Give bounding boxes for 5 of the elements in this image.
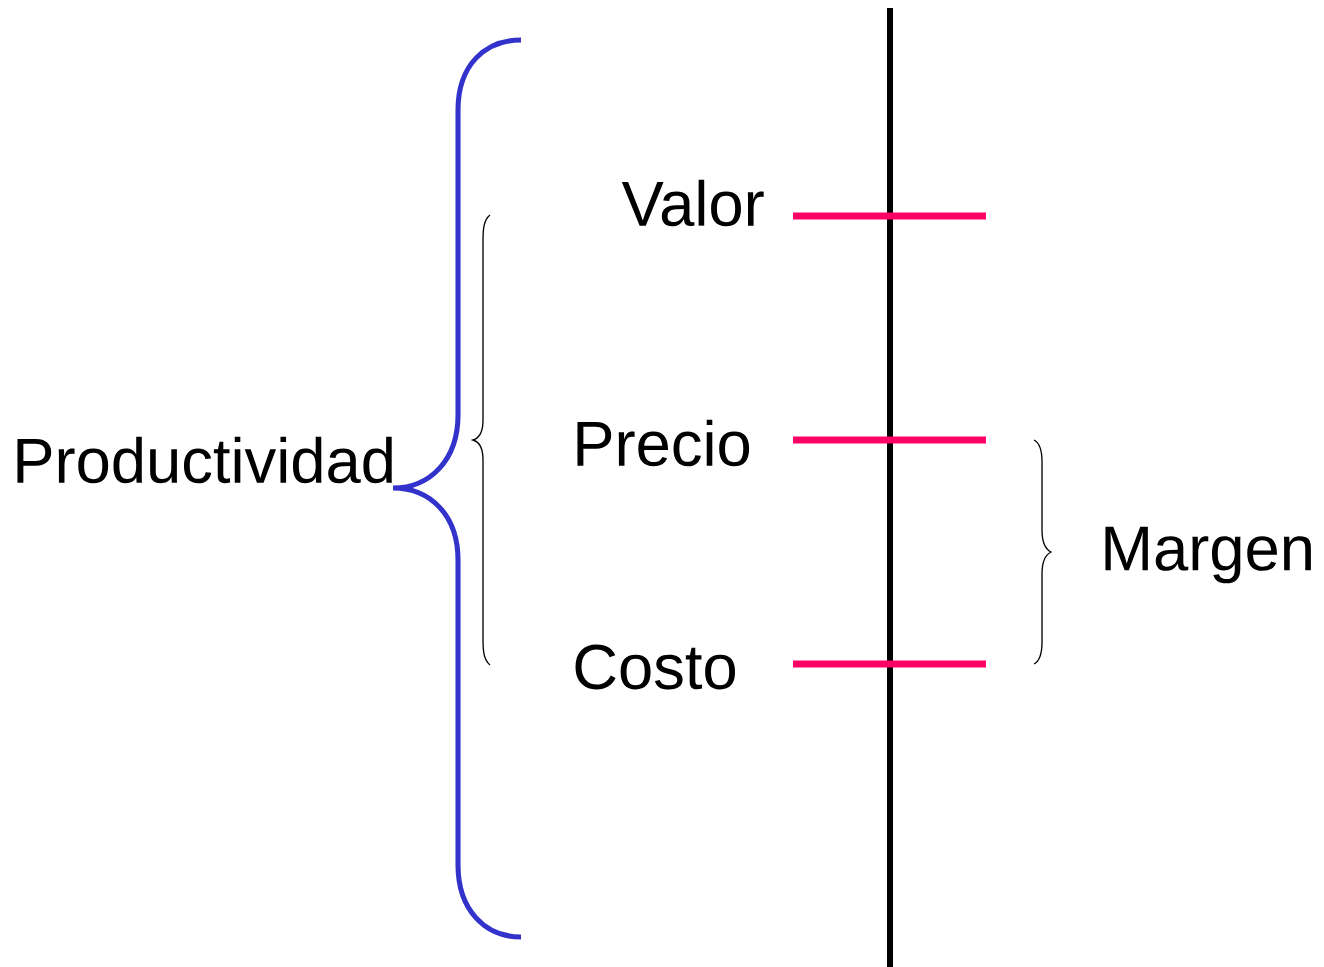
term-label: Margen [1105,526,1311,584]
term-label: Costo [575,644,736,690]
term-label: Precio [577,419,750,467]
term-label: Productividad [17,436,392,484]
term-label: Valor [621,179,764,227]
